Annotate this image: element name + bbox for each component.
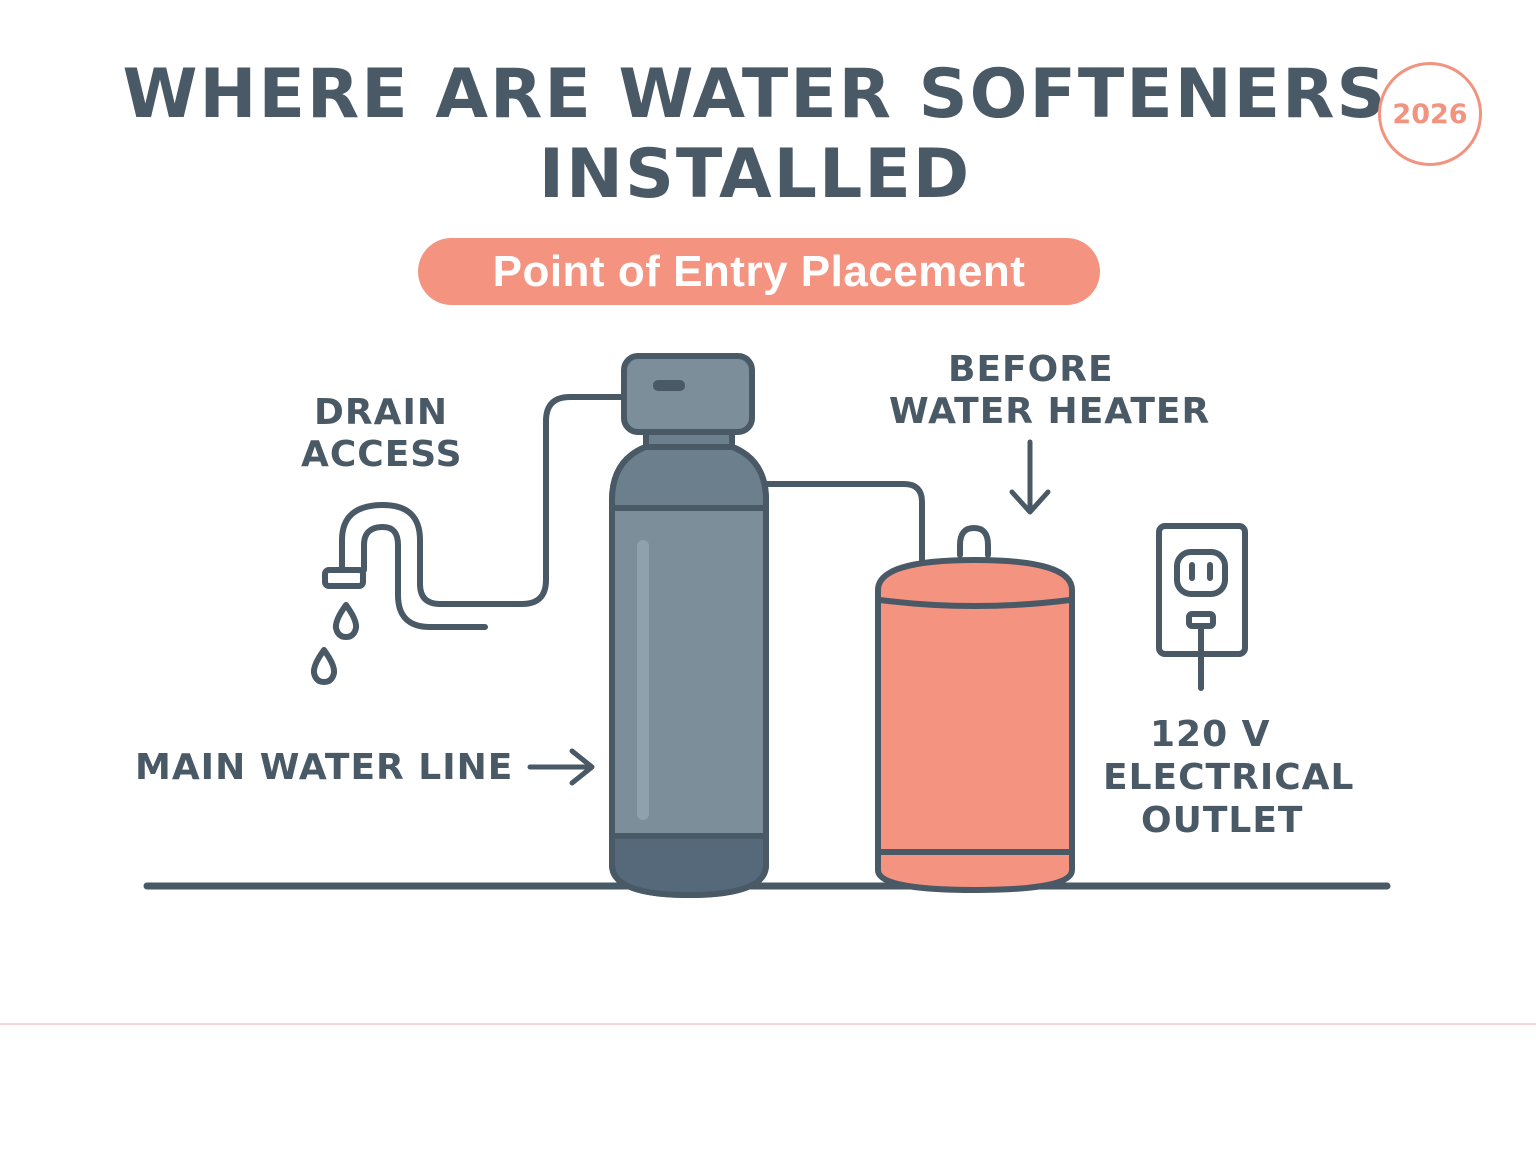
page-title-line-1: WHERE ARE WATER SOFTENERS — [122, 55, 1388, 134]
outlet-label-line-2: ELECTRICAL — [1103, 757, 1355, 798]
outlet-label-line-3: OUTLET — [1141, 800, 1304, 841]
subtitle-pill: Point of Entry Placement — [418, 238, 1100, 305]
before-heater-label-line-1: BEFORE — [948, 349, 1114, 390]
faucet-icon — [310, 502, 423, 685]
water-heater-icon — [875, 524, 1075, 894]
supply-pipe — [763, 481, 925, 563]
drain-pipe — [395, 394, 629, 630]
main-water-line-label: MAIN WATER LINE — [135, 747, 514, 788]
softener-tank-icon — [609, 353, 769, 899]
drain-access-label-line-2: ACCESS — [301, 434, 463, 475]
drain-access-label-line-1: DRAIN — [314, 392, 448, 433]
electrical-outlet-icon — [1156, 523, 1248, 691]
bottom-divider — [0, 1023, 1536, 1025]
year-badge: 2026 — [1378, 62, 1482, 166]
outlet-label-line-1: 120 V — [1150, 714, 1271, 755]
arrow-right-icon — [527, 748, 595, 786]
page-title-line-2: INSTALLED — [538, 135, 972, 214]
arrow-down-icon — [1009, 439, 1051, 515]
before-heater-label-line-2: WATER HEATER — [889, 391, 1211, 432]
